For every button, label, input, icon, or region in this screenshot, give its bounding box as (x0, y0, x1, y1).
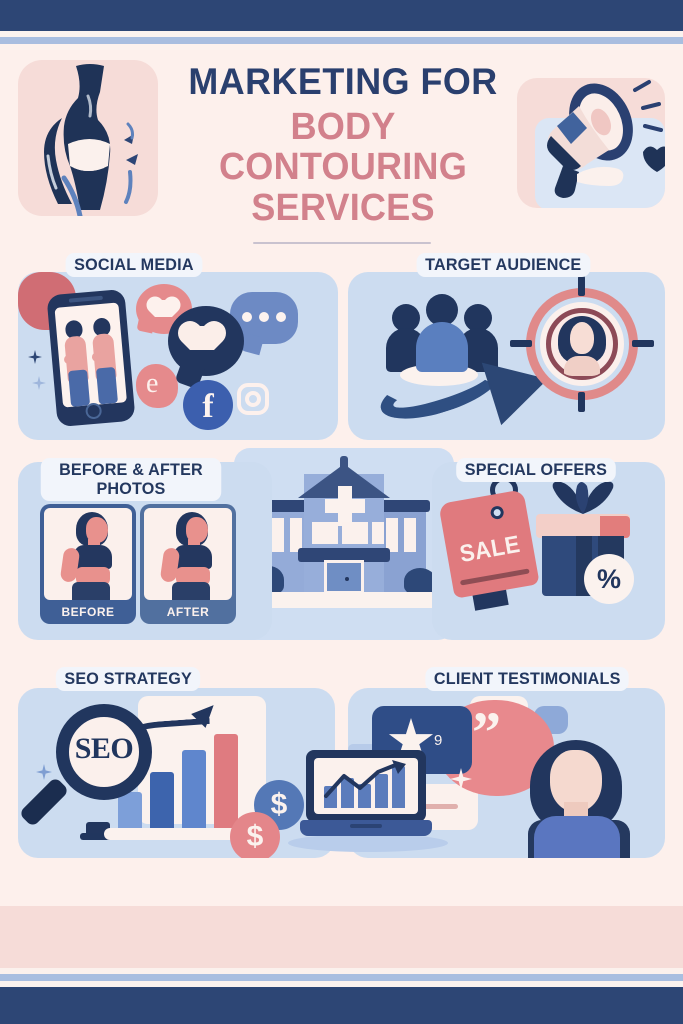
shrub-icon (404, 568, 436, 594)
chart-bar (214, 734, 238, 836)
heart-icon (190, 326, 214, 350)
woman-avatar-icon (558, 316, 606, 376)
title-line-2: BODY CONTOURING (219, 106, 467, 189)
bottom-navy-band (0, 987, 683, 1024)
bottom-cream-gap-1 (0, 968, 683, 974)
star-icon (388, 718, 434, 760)
megaphone-icon (517, 78, 665, 208)
sale-tag-icon: SALE (438, 489, 540, 599)
top-cream-gap-1 (0, 31, 683, 37)
phone-home-button (84, 402, 103, 420)
seo-text: SEO (74, 732, 134, 765)
before-label: BEFORE (61, 605, 115, 619)
bottom-pink-band (0, 906, 683, 968)
panel-client-testimonials[interactable]: ” 9 (348, 688, 665, 858)
target-crosshair-icon (510, 276, 654, 412)
message-blob: e (136, 364, 178, 408)
decorative-line (104, 828, 252, 840)
chart-bar (182, 750, 206, 836)
heart-icon (155, 300, 172, 317)
testimonial-card (362, 784, 478, 830)
after-label: AFTER (166, 605, 210, 619)
percent-badge: % (584, 554, 634, 604)
message-glyph: e (146, 368, 159, 399)
panel-target-audience[interactable] (348, 272, 665, 440)
section-label-target-audience: TARGET AUDIENCE (416, 253, 590, 278)
woman-before-icon (59, 512, 118, 600)
woman-after-icon (159, 512, 218, 600)
people-group-icon (386, 294, 504, 376)
section-label-before-after: BEFORE & AFTER PHOTOS (40, 458, 222, 502)
ellipsis-icon (242, 312, 286, 322)
figure-icon (89, 317, 122, 405)
bottom-cream-gap-2 (0, 981, 683, 987)
clinic-building-icon (248, 456, 440, 608)
magnifier-seo-icon: SEO (18, 704, 156, 828)
title-line-1: MARKETING FOR (188, 61, 498, 102)
top-blue-rule (0, 37, 683, 44)
clinic-entrance-door (324, 560, 364, 594)
before-photo-card[interactable]: BEFORE (40, 504, 136, 624)
heart-bubble-navy (168, 306, 244, 390)
chart-bar (150, 772, 174, 836)
sparkle-icon (32, 376, 46, 390)
facebook-icon[interactable]: f (183, 380, 233, 430)
title-divider (253, 242, 431, 244)
section-label-special-offers: SPECIAL OFFERS (456, 458, 616, 483)
poster-header: MARKETING FOR BODY CONTOURING SERVICES (0, 52, 683, 232)
dollar-coin-icon: $ (230, 812, 280, 858)
sale-text: SALE (457, 530, 523, 568)
panel-social-media[interactable]: e f (18, 272, 338, 440)
section-label-social-media: SOCIAL MEDIA (65, 253, 203, 278)
instagram-icon[interactable] (230, 376, 276, 422)
star-count-label: 9 (434, 732, 443, 749)
medical-cross-icon (325, 499, 365, 513)
phone-speaker (68, 295, 103, 303)
phone-screen (54, 302, 127, 408)
sparkle-icon (36, 764, 52, 780)
title-line-3: SERVICES (251, 186, 435, 229)
sparkle-icon (28, 350, 42, 364)
body-silhouette-icon (18, 60, 158, 216)
bottom-blue-rule (0, 974, 683, 981)
top-cream-gap-2 (0, 44, 683, 50)
section-label-seo-strategy: SEO STRATEGY (55, 667, 201, 692)
smartphone-icon (46, 288, 136, 428)
after-photo-card[interactable]: AFTER (140, 504, 236, 624)
woman-avatar-icon (524, 740, 632, 858)
rating-bubble: 9 (372, 706, 472, 793)
facebook-glyph: f (202, 388, 214, 425)
quote-icon: ” (472, 700, 501, 765)
top-navy-band (0, 0, 683, 31)
page-title: MARKETING FOR BODY CONTOURING SERVICES (168, 62, 518, 228)
section-label-client-testimonials: CLIENT TESTIMONIALS (425, 667, 630, 692)
panel-special-offers[interactable]: SALE % (432, 462, 665, 640)
panel-seo-strategy[interactable]: SEO $ $ (18, 688, 335, 858)
